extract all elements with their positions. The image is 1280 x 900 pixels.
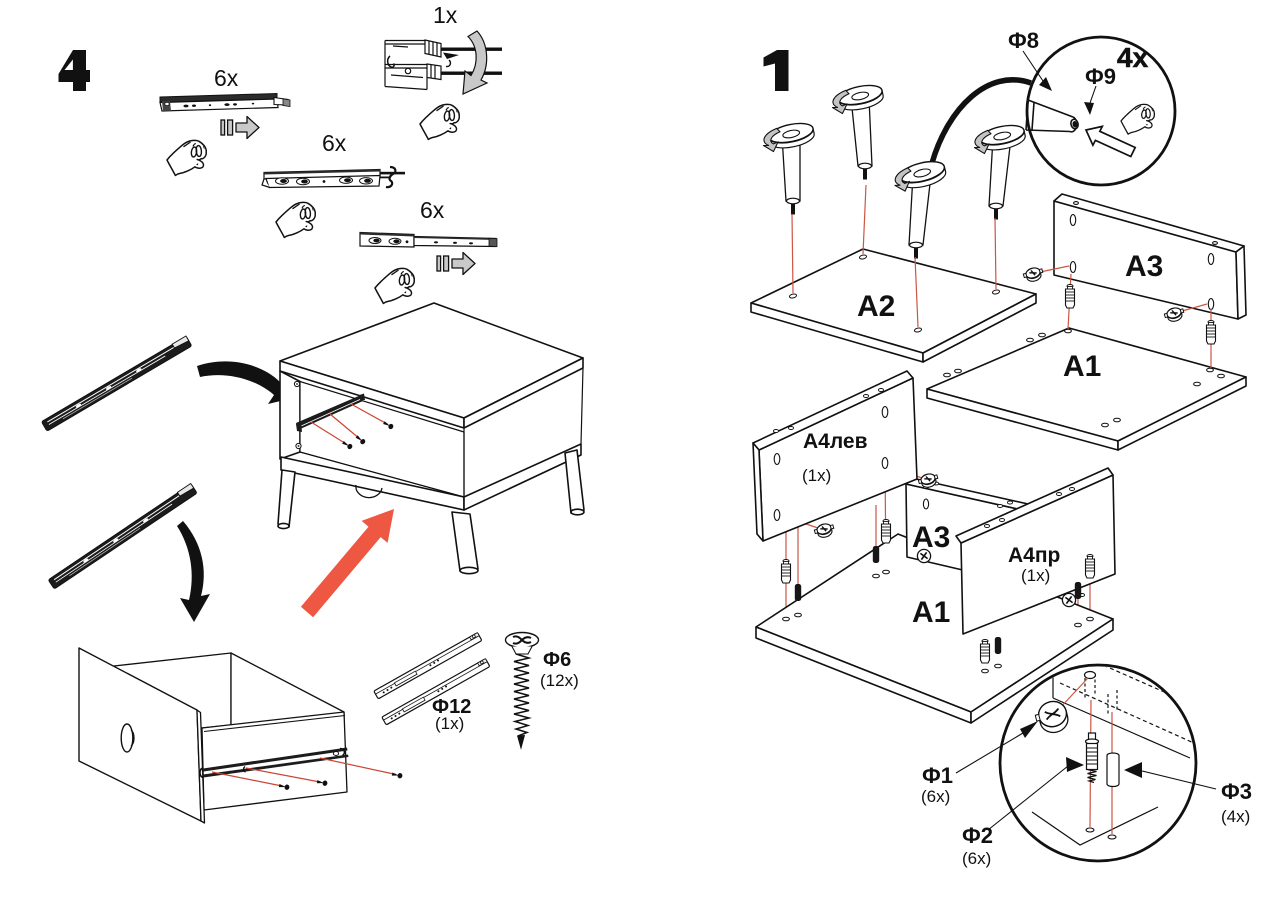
svg-text:(1x): (1x) [802, 466, 831, 485]
svg-text:(6x): (6x) [962, 849, 991, 868]
svg-text:4x: 4x [1117, 42, 1149, 73]
svg-text:Ф2: Ф2 [962, 823, 993, 848]
svg-text:(1x): (1x) [1021, 566, 1050, 585]
svg-text:(1x): (1x) [435, 714, 464, 733]
svg-text:Ф1: Ф1 [922, 763, 953, 788]
svg-text:A2: A2 [857, 290, 895, 323]
svg-text:6x: 6x [214, 65, 239, 91]
svg-text:Ф9: Ф9 [1085, 64, 1116, 89]
svg-text:6x: 6x [420, 197, 445, 223]
svg-text:Ф3: Ф3 [1221, 779, 1252, 804]
svg-text:A1: A1 [1063, 350, 1101, 383]
svg-text:6x: 6x [322, 130, 347, 156]
svg-text:Ф8: Ф8 [1008, 28, 1039, 53]
svg-text:А4пр: А4пр [1008, 544, 1060, 567]
svg-text:Ф12: Ф12 [432, 696, 471, 718]
svg-text:А4лев: А4лев [803, 430, 868, 453]
svg-text:А3: А3 [912, 521, 950, 554]
svg-text:А1: А1 [912, 596, 950, 629]
svg-text:(12x): (12x) [540, 671, 579, 690]
svg-text:(6x): (6x) [921, 787, 950, 806]
svg-text:A3: A3 [1125, 250, 1163, 283]
svg-text:1x: 1x [433, 2, 458, 28]
svg-text:Ф6: Ф6 [543, 649, 571, 671]
svg-text:(4x): (4x) [1221, 807, 1250, 826]
